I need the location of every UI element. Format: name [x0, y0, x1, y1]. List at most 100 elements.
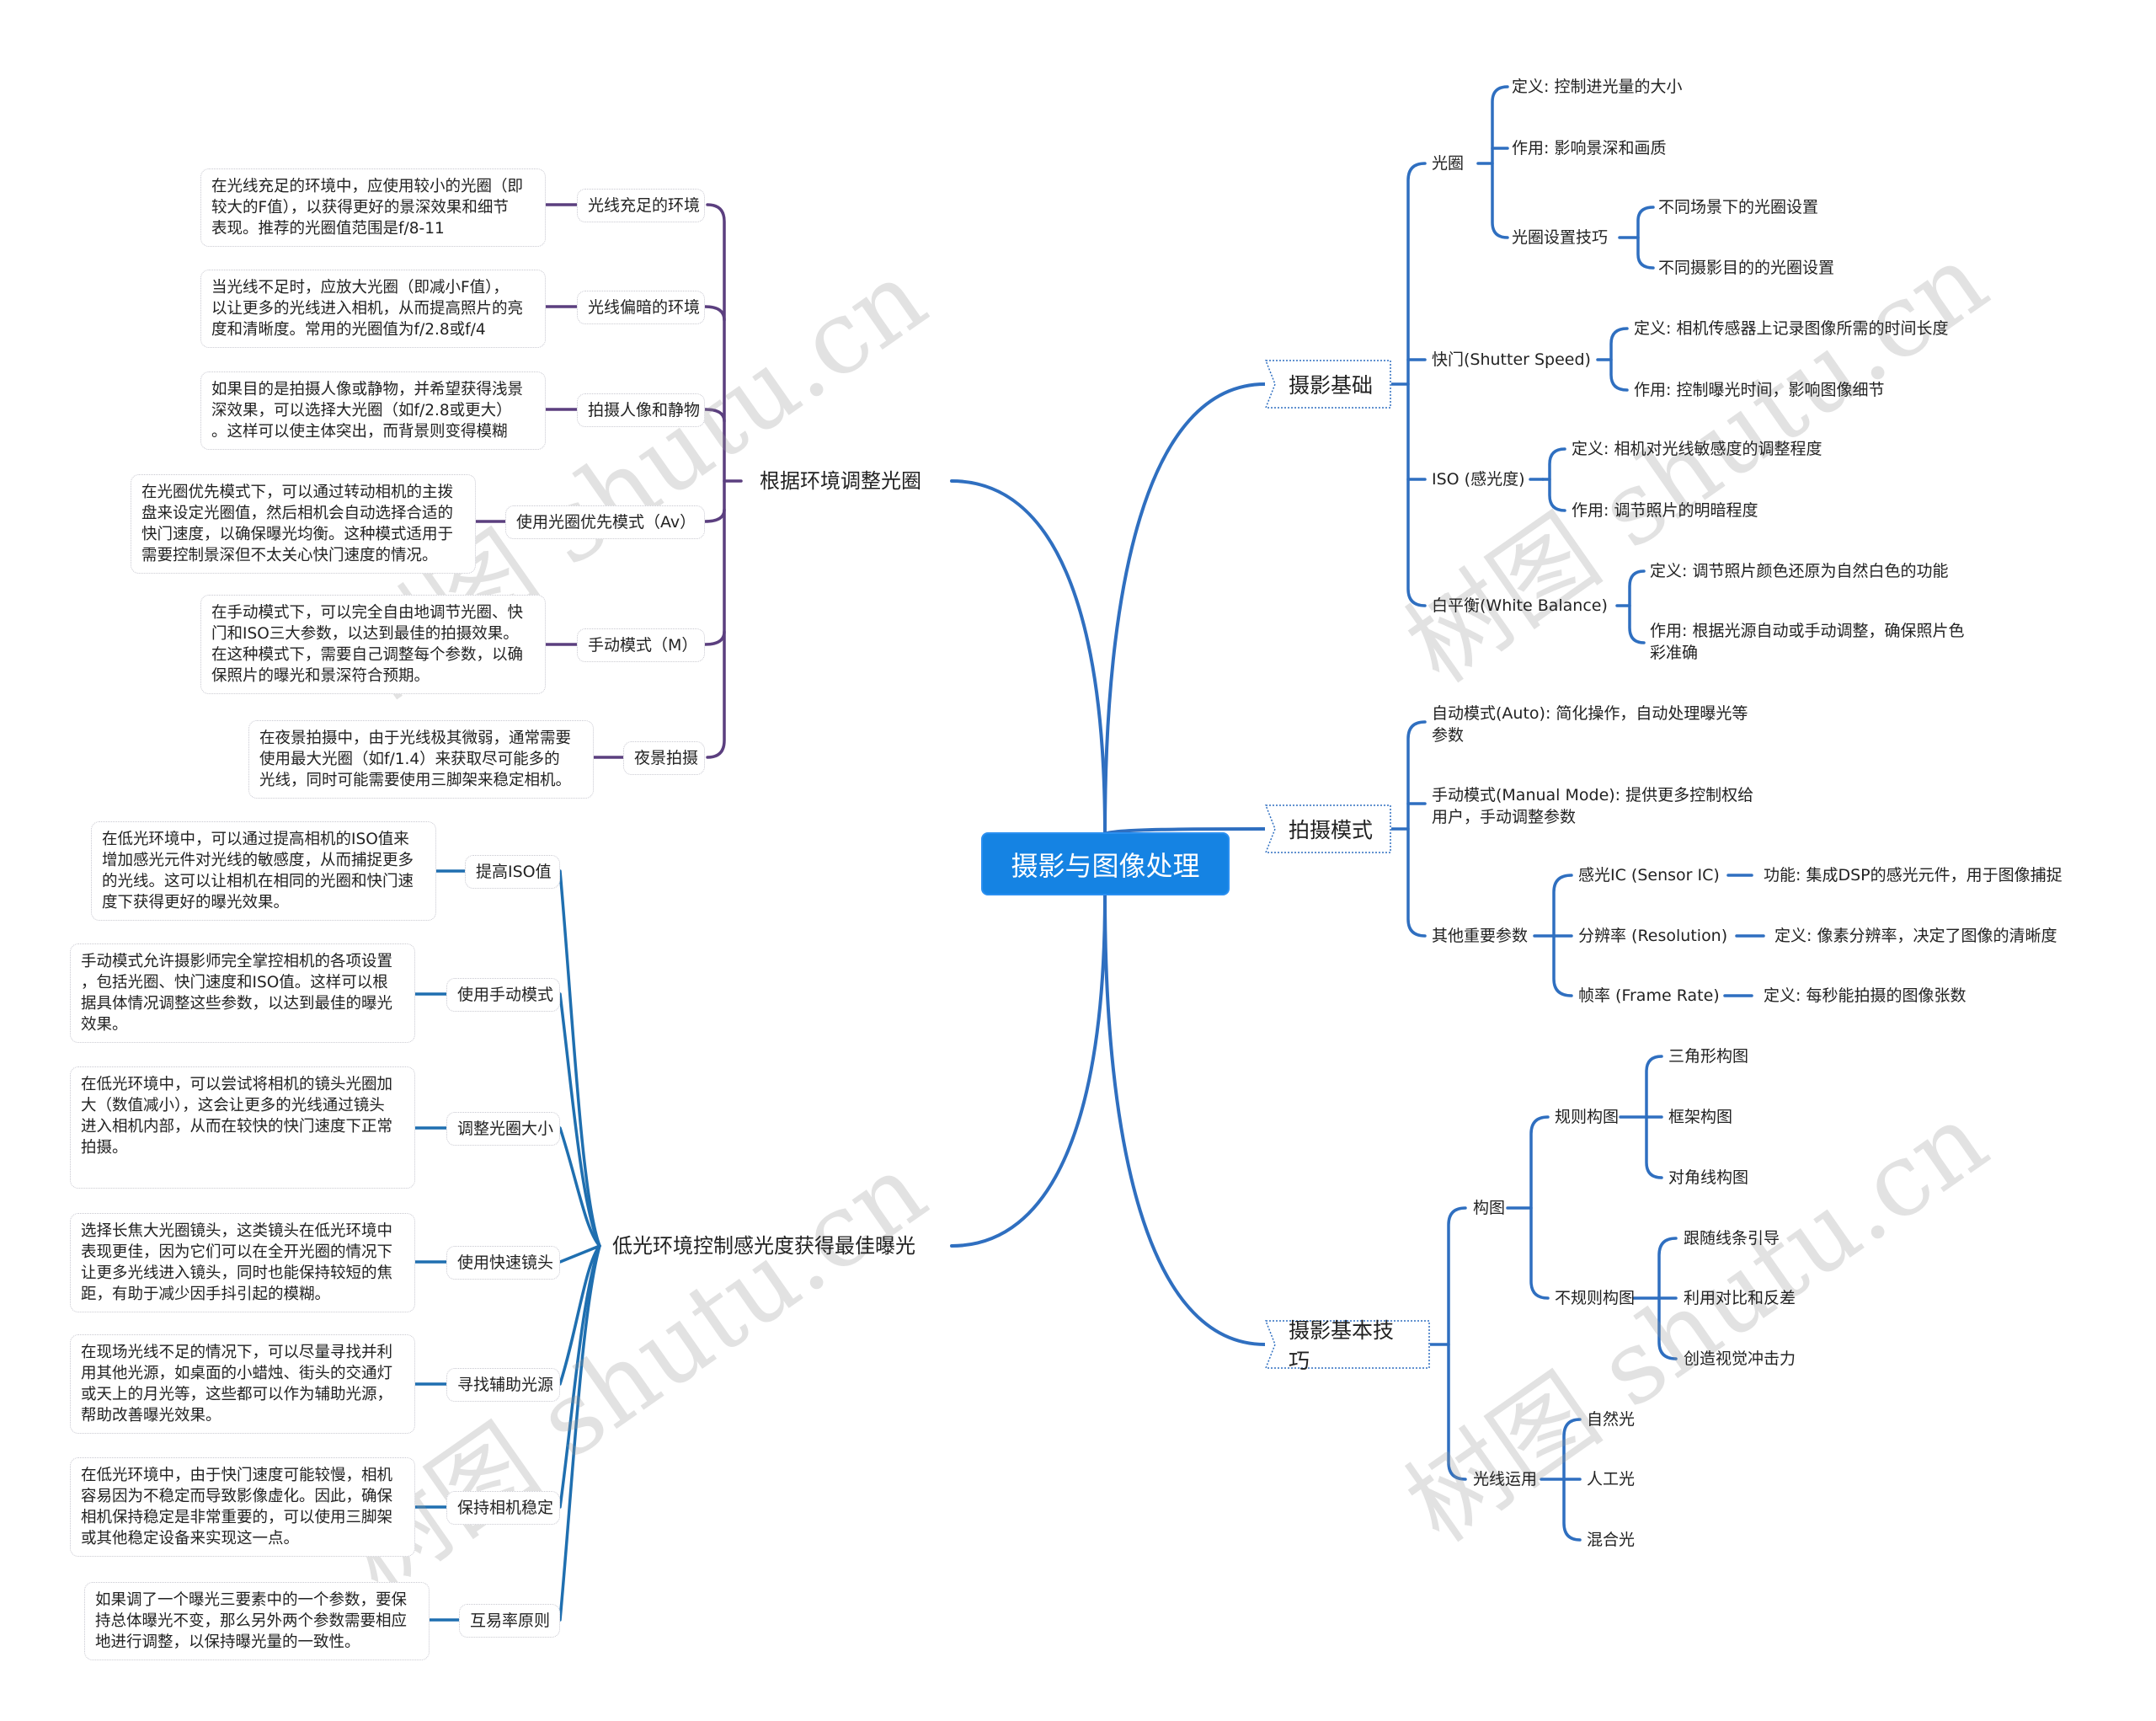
desc-line: 容易因为不稳定而导致影像虚化。因此，确保	[81, 1488, 393, 1505]
desc-bright-environment: 在光线充足的环境中，应使用较小的光圈（即 较大的F值），以获得更好的景深效果和细…	[200, 168, 546, 247]
node-fast-lens[interactable]: 使用快速镜头	[446, 1246, 560, 1280]
node-shutter-definition[interactable]: 定义: 相机传感器上记录图像所需的时间长度	[1634, 319, 1949, 338]
node-auto-mode[interactable]: 自动模式(Auto): 简化操作，自动处理曝光等 参数	[1432, 703, 1748, 746]
node-composition[interactable]: 构图	[1473, 1199, 1506, 1217]
node-use-manual-mode[interactable]: 使用手动模式	[446, 978, 560, 1012]
node-wb-effect[interactable]: 作用: 根据光源自动或手动调整，确保照片色 彩准确	[1650, 620, 1964, 664]
topic-modes[interactable]: 拍摄模式	[1265, 804, 1391, 853]
node-night-scene[interactable]: 夜景拍摄	[623, 741, 705, 775]
desc-line: 表现。推荐的光圈值范围是f/8-11	[211, 220, 445, 238]
desc-line: 需要控制景深但不太关心快门速度的情况。	[141, 547, 438, 564]
node-regular-item[interactable]: 三角形构图	[1668, 1047, 1749, 1066]
link-central-low-light	[950, 894, 1107, 1248]
chevron-frame	[1265, 804, 1391, 853]
node-adjust-aperture[interactable]: 调整光圈大小	[446, 1112, 560, 1146]
desc-adjust-aperture: 在低光环境中，可以尝试将相机的镜头光圈加 大（数值减小），这会让更多的光线通过镜…	[70, 1066, 415, 1189]
node-regular-composition[interactable]: 规则构图	[1555, 1108, 1620, 1126]
desc-line: 进入相机内部，从而在较快的快门速度下正常	[81, 1118, 393, 1136]
node-aperture[interactable]: 光圈	[1432, 154, 1465, 173]
node-wb-definition[interactable]: 定义: 调节照片颜色还原为自然白色的功能	[1650, 562, 1949, 580]
node-reciprocity[interactable]: 互易率原则	[459, 1604, 560, 1638]
desc-line: 在低光环境中，由于快门速度可能较慢，相机	[81, 1467, 393, 1484]
node-iso-effect[interactable]: 作用: 调节照片的明暗程度	[1572, 501, 1758, 520]
node-iso-definition[interactable]: 定义: 相机对光线敏感度的调整程度	[1572, 440, 1822, 458]
node-resolution[interactable]: 分辨率 (Resolution)	[1578, 927, 1728, 945]
node-irregular-item[interactable]: 创造视觉冲击力	[1684, 1350, 1796, 1368]
link-central-aperture-env	[950, 479, 1107, 836]
node-dim-environment[interactable]: 光线偏暗的环境	[577, 291, 705, 324]
desc-line: 手动模式允许摄影师完全掌控相机的各项设置	[81, 953, 393, 970]
node-keep-stable[interactable]: 保持相机稳定	[446, 1491, 560, 1525]
node-bright-environment[interactable]: 光线充足的环境	[577, 189, 705, 222]
desc-line: 光线，同时可能需要使用三脚架来稳定相机。	[259, 772, 572, 789]
desc-line: 在现场光线不足的情况下，可以尽量寻找并利	[81, 1344, 393, 1361]
topic-basics[interactable]: 摄影基础	[1265, 360, 1391, 409]
node-portrait-still-life[interactable]: 拍摄人像和静物	[577, 393, 705, 427]
desc-line: 使用最大光圈（如f/1.4）来获取尽可能多的	[259, 751, 560, 768]
desc-line: 或天上的月光等，这些都可以作为辅助光源，	[81, 1386, 393, 1403]
node-frame-rate-detail[interactable]: 定义: 每秒能拍摄的图像张数	[1764, 986, 1967, 1005]
desc-line: 门和ISO三大参数，以达到最佳的拍摄效果。	[211, 625, 519, 643]
node-aperture-effect[interactable]: 作用: 影响景深和画质	[1512, 139, 1667, 158]
topic-label: 摄影基础	[1289, 373, 1374, 398]
desc-line: 在夜景拍摄中，由于光线极其微弱，通常需要	[259, 730, 572, 747]
link-central-techniques	[1103, 894, 1267, 1346]
node-shutter-effect[interactable]: 作用: 控制曝光时间，影响图像细节	[1634, 381, 1885, 399]
desc-line: 据具体情况调整这些参数，以达到最佳的曝光	[81, 995, 393, 1013]
node-av-mode[interactable]: 使用光圈优先模式（Av）	[505, 505, 705, 539]
node-auto-mode-line: 自动模式(Auto): 简化操作，自动处理曝光等	[1432, 704, 1748, 723]
desc-dim-environment: 当光线不足时，应放大光圈（即减小F值）， 以让更多的光线进入相机，从而提高照片的…	[200, 270, 546, 348]
chevron-frame	[1265, 360, 1391, 409]
desc-line: 度和清晰度。常用的光圈值为f/2.8或f/4	[211, 321, 486, 339]
desc-line: ，包括光圈、快门速度和ISO值。这样可以根	[81, 974, 388, 991]
desc-fast-lens: 选择长焦大光圈镜头，这类镜头在低光环境中 表现更佳，因为它们可以在全开光圈的情况…	[70, 1213, 415, 1312]
desc-line: 在光圈优先模式下，可以通过转动相机的主拨	[141, 484, 454, 501]
desc-line: 距，有助于减少因手抖引起的模糊。	[81, 1285, 331, 1303]
node-irregular-composition[interactable]: 不规则构图	[1555, 1289, 1636, 1307]
node-raise-iso[interactable]: 提高ISO值	[465, 855, 560, 889]
desc-line: 在低光环境中，可以尝试将相机的镜头光圈加	[81, 1076, 393, 1093]
node-auxiliary-light[interactable]: 寻找辅助光源	[446, 1368, 560, 1402]
node-aperture-definition[interactable]: 定义: 控制进光量的大小	[1512, 77, 1683, 96]
node-lighting[interactable]: 光线运用	[1473, 1470, 1538, 1489]
desc-line: 如果调了一个曝光三要素中的一个参数，要保	[95, 1591, 408, 1609]
node-aperture-tip[interactable]: 不同场景下的光圈设置	[1658, 198, 1819, 216]
node-iso[interactable]: ISO (感光度)	[1432, 470, 1525, 489]
node-manual-mode[interactable]: 手动模式(Manual Mode): 提供更多控制权给 用户，手动调整参数	[1432, 784, 1753, 828]
node-regular-item[interactable]: 对角线构图	[1668, 1168, 1749, 1187]
desc-line: 选择长焦大光圈镜头，这类镜头在低光环境中	[81, 1222, 393, 1240]
topic-aperture-by-environment[interactable]: 根据环境调整光圈	[760, 469, 921, 493]
central-topic[interactable]: 摄影与图像处理	[981, 832, 1230, 895]
desc-line: 深效果，可以选择大光圈（如f/2.8或更大）	[211, 402, 512, 420]
node-other-params[interactable]: 其他重要参数	[1432, 927, 1529, 945]
topic-techniques[interactable]: 摄影基本技巧	[1265, 1318, 1430, 1373]
node-sensor-ic-detail[interactable]: 功能: 集成DSP的感光元件，用于图像捕捉	[1764, 866, 2063, 885]
desc-line: 的光线。这可以让相机在相同的光圈和快门速	[102, 873, 414, 890]
node-auto-mode-line: 参数	[1432, 726, 1465, 745]
node-shutter[interactable]: 快门(Shutter Speed)	[1432, 350, 1591, 369]
node-white-balance[interactable]: 白平衡(White Balance)	[1432, 596, 1608, 615]
node-m-mode[interactable]: 手动模式（M）	[577, 628, 705, 662]
node-regular-item[interactable]: 框架构图	[1668, 1108, 1733, 1126]
node-irregular-item[interactable]: 利用对比和反差	[1684, 1289, 1796, 1307]
desc-line: 或其他稳定设备来实现这一点。	[81, 1530, 300, 1547]
node-aperture-tips[interactable]: 光圈设置技巧	[1512, 228, 1609, 247]
node-frame-rate[interactable]: 帧率 (Frame Rate)	[1578, 986, 1720, 1005]
desc-m-mode: 在手动模式下，可以完全自由地调节光圈、快 门和ISO三大参数，以达到最佳的拍摄效…	[200, 595, 546, 694]
topic-low-light-exposure[interactable]: 低光环境控制感光度获得最佳曝光	[612, 1234, 915, 1258]
node-resolution-detail[interactable]: 定义: 像素分辨率，决定了图像的清晰度	[1774, 927, 2057, 945]
node-lighting-item[interactable]: 自然光	[1587, 1410, 1636, 1429]
desc-line: 增加感光元件对光线的敏感度，从而捕捉更多	[102, 852, 414, 869]
chevron-frame	[1265, 1320, 1430, 1369]
node-aperture-tip[interactable]: 不同摄影目的的光圈设置	[1658, 259, 1835, 277]
node-irregular-item[interactable]: 跟随线条引导	[1684, 1229, 1780, 1248]
desc-line: 拍摄。	[81, 1139, 128, 1157]
node-lighting-item[interactable]: 人工光	[1587, 1470, 1636, 1489]
topic-label: 摄影基本技巧	[1289, 1318, 1395, 1373]
desc-keep-stable: 在低光环境中，由于快门速度可能较慢，相机 容易因为不稳定而导致影像虚化。因此，确…	[70, 1457, 415, 1557]
node-lighting-item[interactable]: 混合光	[1587, 1531, 1636, 1549]
node-sensor-ic[interactable]: 感光IC (Sensor IC)	[1578, 866, 1720, 885]
desc-raise-iso: 在低光环境中，可以通过提高相机的ISO值来 增加感光元件对光线的敏感度，从而捕捉…	[91, 821, 436, 921]
desc-line: 在光线充足的环境中，应使用较小的光圈（即	[211, 178, 524, 195]
desc-line: 相机保持稳定是非常重要的，可以使用三脚架	[81, 1509, 393, 1526]
